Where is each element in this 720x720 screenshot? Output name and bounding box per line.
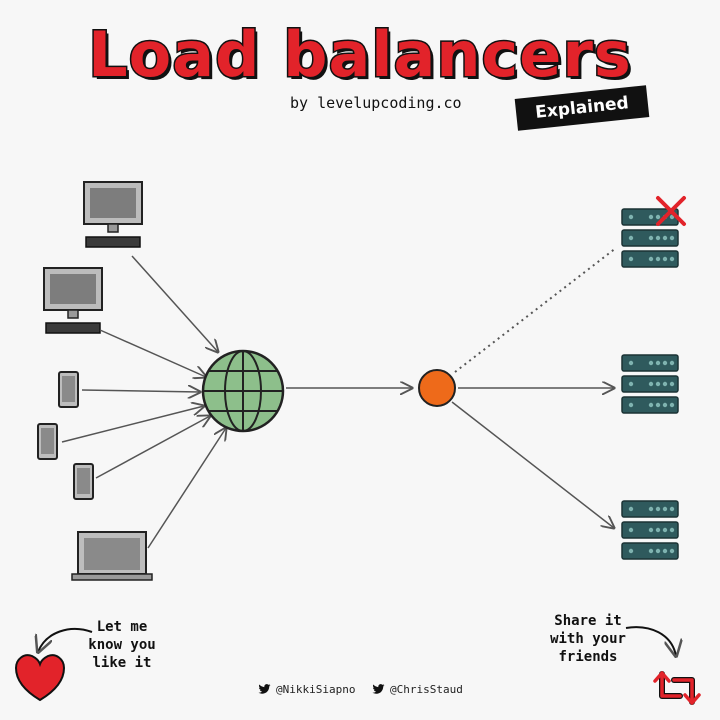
- server-icon: [622, 501, 678, 559]
- twitter-handle[interactable]: @ChrisStaud: [372, 683, 463, 696]
- laptop-icon: [71, 531, 153, 581]
- share-arrow: [625, 626, 676, 656]
- twitter-icon: [372, 684, 385, 694]
- retweet-icon-fill: [653, 671, 701, 705]
- failed-route-line: [454, 247, 617, 373]
- twitter-handle-text: @ChrisStaud: [390, 683, 463, 696]
- page-title: Load balancers: [87, 17, 633, 93]
- client-arrow: [95, 416, 210, 479]
- route-arrow: [451, 401, 614, 528]
- twitter-handle[interactable]: @NikkiSiapno: [258, 683, 355, 696]
- client-arrow: [99, 329, 206, 377]
- smartphone-icon: [73, 463, 94, 500]
- client-arrow: [81, 390, 200, 392]
- heart-icon: [14, 654, 66, 702]
- load-balancer-node: [418, 369, 456, 407]
- smartphone-icon: [58, 371, 79, 408]
- desktop-icon: [43, 267, 103, 334]
- smartphone-icon: [37, 423, 58, 460]
- server-icon: [622, 209, 678, 267]
- client-arrow: [131, 255, 218, 352]
- share-note: Share it with your friends: [550, 613, 626, 665]
- twitter-icon: [258, 684, 271, 694]
- byline: by levelupcoding.co: [290, 94, 462, 112]
- server-icon: [622, 355, 678, 413]
- failure-x-icon: [656, 196, 686, 226]
- like-note: Let me know you like it: [88, 619, 156, 671]
- twitter-handle-text: @NikkiSiapno: [276, 683, 356, 696]
- desktop-icon: [83, 181, 143, 248]
- client-arrow: [147, 428, 226, 549]
- like-arrow: [38, 627, 93, 652]
- globe-icon: [201, 349, 285, 433]
- client-arrow: [61, 406, 204, 443]
